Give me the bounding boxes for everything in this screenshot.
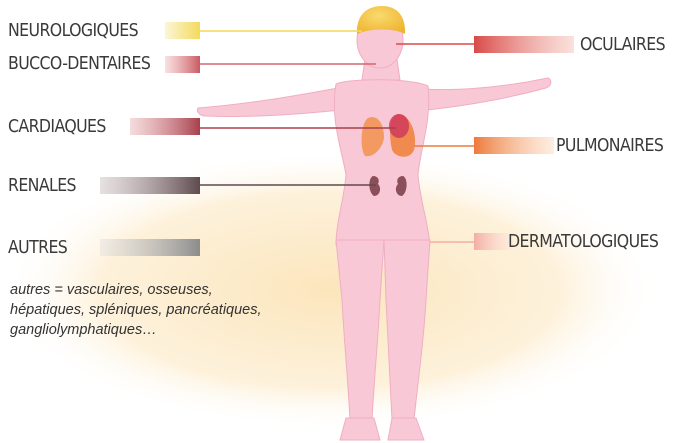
swatch-pulmo <box>474 137 554 154</box>
swatch-bucco <box>165 56 200 73</box>
footnote-line: autres = vasculaires, osseuses, <box>10 280 340 300</box>
label-oculaires: OCULAIRES <box>580 35 665 55</box>
swatch-cardio <box>130 118 200 135</box>
label-bucco-dentaires: BUCCO-DENTAIRES <box>8 54 150 74</box>
label-cardiaques: CARDIAQUES <box>8 117 106 137</box>
label-neurologiques: NEUROLOGIQUES <box>8 21 138 41</box>
footnote-line: hépatiques, spléniques, pancréatiques, <box>10 300 340 320</box>
label-dermatologiques: DERMATOLOGIQUES <box>508 232 658 252</box>
swatch-ocul <box>474 36 574 53</box>
swatch-renal <box>100 177 200 194</box>
swatch-autres <box>100 239 200 256</box>
label-pulmonaires: PULMONAIRES <box>556 136 663 156</box>
swatch-neuro <box>165 22 200 39</box>
autres-footnote: autres = vasculaires, osseuses, hépatiqu… <box>10 280 340 340</box>
label-autres: AUTRES <box>8 238 67 258</box>
label-renales: RENALES <box>8 176 76 196</box>
footnote-line: ganglio­lymphatiques… <box>10 320 340 340</box>
heart-icon <box>389 114 409 138</box>
